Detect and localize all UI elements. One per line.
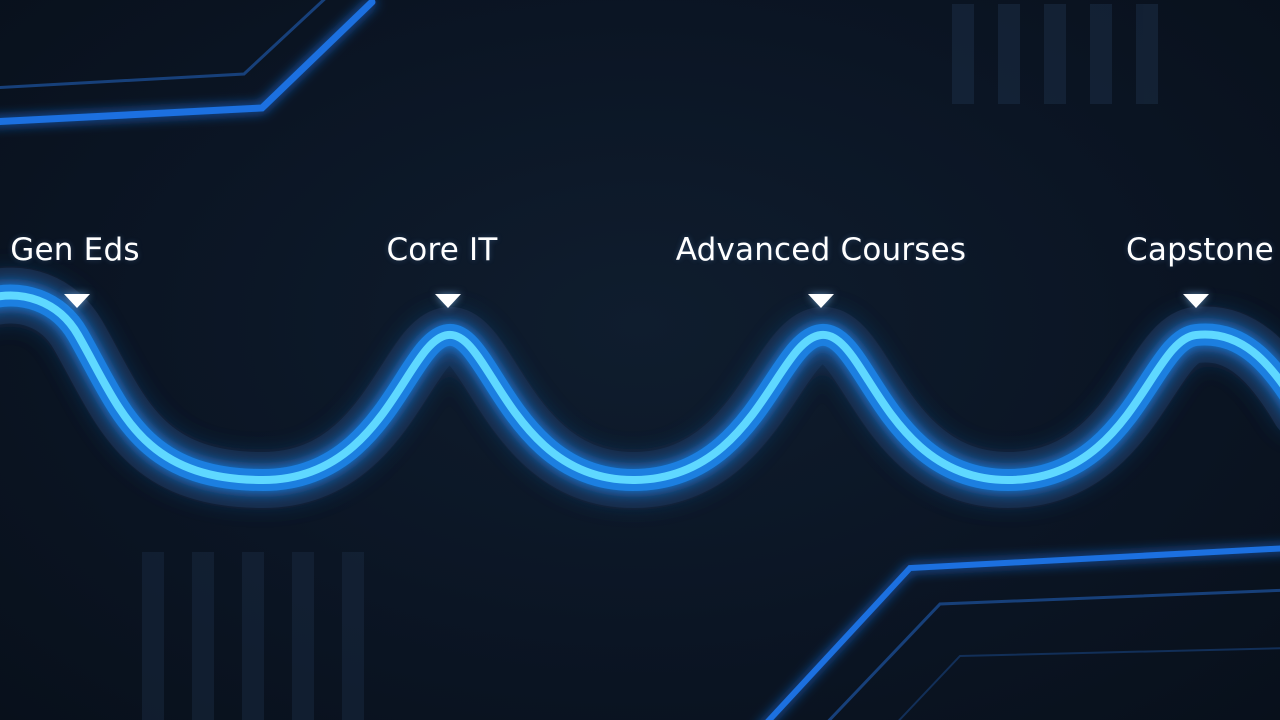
milestone-label-gen-eds: Gen Eds <box>10 232 140 268</box>
circuit-trace-top-left <box>0 0 376 125</box>
data-columns-bottom-left <box>142 552 364 720</box>
circuit-trace-bottom-right <box>765 545 1280 720</box>
triangle-down-icon <box>435 294 461 308</box>
triangle-down-icon <box>64 294 90 308</box>
pathway-wave <box>0 267 1280 509</box>
triangle-down-icon <box>808 294 834 308</box>
triangle-down-icon <box>1183 294 1209 308</box>
data-columns-top-right <box>952 4 1158 104</box>
milestone-label-capstone: Capstone <box>1126 232 1274 268</box>
milestone-label-advanced-courses: Advanced Courses <box>675 232 967 268</box>
milestone-label-core-it: Core IT <box>386 232 498 268</box>
